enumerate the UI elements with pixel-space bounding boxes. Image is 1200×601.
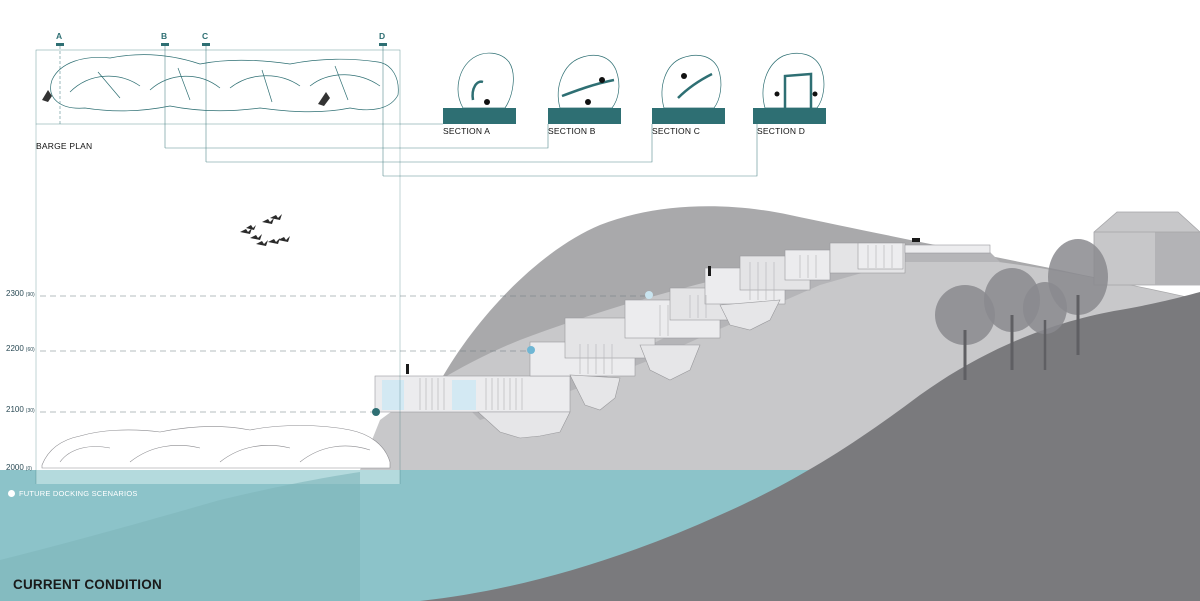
elevation-value: 2100 — [6, 405, 24, 414]
cut-marker-d: D — [379, 31, 386, 41]
elevation-value: 2000 — [6, 463, 24, 472]
barge-elevation — [41, 425, 391, 469]
legend-text: FUTURE DOCKING SCENARIOS — [19, 489, 138, 498]
hull-folds — [477, 411, 571, 439]
cut-marker-a: A — [56, 31, 63, 41]
section-d-label: SECTION D — [757, 126, 806, 136]
cut-lines — [59, 46, 758, 177]
barge-plan-frame — [35, 49, 401, 125]
cut-marker-c: C — [202, 31, 209, 41]
plan-guides — [35, 124, 401, 484]
elevation-label-2300: 2300(90) — [6, 289, 35, 298]
drawing-title: CURRENT CONDITION — [13, 577, 162, 592]
docking-points — [372, 291, 653, 416]
barge-plan — [50, 54, 399, 113]
docking-point — [527, 346, 535, 354]
elevation-label-2200: 2200(60) — [6, 344, 35, 353]
elevation-note: (90) — [25, 292, 35, 298]
elevation-label-2100: 2100(30) — [6, 405, 35, 414]
cut-marker-b: B — [161, 31, 168, 41]
elevation-note: (60) — [25, 347, 35, 353]
facade-fins — [419, 245, 893, 410]
elevation-label-2000: 2000(0) — [6, 463, 32, 472]
section-b-label: SECTION B — [548, 126, 596, 136]
terraced-building — [374, 242, 991, 439]
legend-dot-icon — [8, 490, 15, 497]
docking-legend: FUTURE DOCKING SCENARIOS — [8, 489, 138, 498]
foreground-hill — [420, 292, 1200, 601]
docking-point — [645, 291, 653, 299]
seabed-slope — [0, 472, 360, 601]
elevation-lines — [40, 295, 650, 413]
section-c-label: SECTION C — [652, 126, 701, 136]
elevation-value: 2200 — [6, 344, 24, 353]
trees — [935, 239, 1108, 380]
elevation-note: (0) — [25, 466, 32, 472]
barge-waterline — [36, 470, 400, 484]
house — [1093, 211, 1200, 286]
docking-point — [372, 408, 380, 416]
elevation-value: 2300 — [6, 289, 24, 298]
people — [406, 238, 920, 374]
plan-figures — [42, 90, 330, 106]
section-thumbnails — [443, 52, 826, 124]
bird-flock — [240, 214, 290, 246]
cut-ticks — [56, 43, 387, 46]
elevation-note: (30) — [25, 408, 35, 414]
barge-plan-label: BARGE PLAN — [36, 141, 93, 151]
section-a-label: SECTION A — [443, 126, 491, 136]
